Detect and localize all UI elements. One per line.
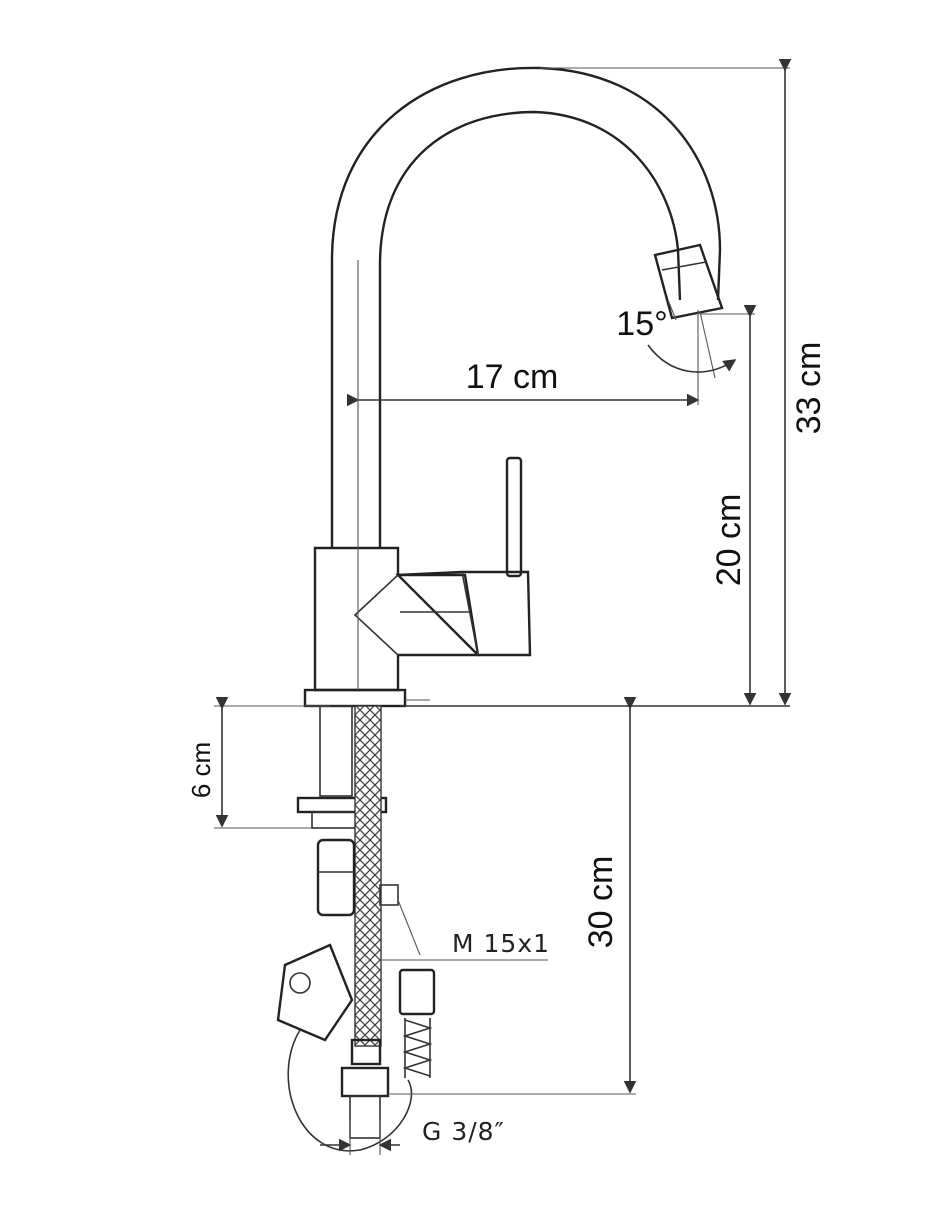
total-height-label: 33 cm <box>790 342 828 435</box>
spout-reach-label: 17 cm <box>466 358 559 396</box>
check-valve <box>316 838 356 917</box>
lever-cartridge <box>395 570 532 657</box>
faucet-body <box>313 546 480 692</box>
inlet-fitting <box>350 1038 382 1066</box>
spring-connector <box>398 968 436 1016</box>
inlet-nut <box>340 1066 390 1098</box>
counterweight <box>276 943 354 1042</box>
dimension-lines <box>214 58 792 1155</box>
hose-thread-label: M 15x1 <box>452 929 550 958</box>
spout-height-label: 20 cm <box>710 494 748 587</box>
hose-length-label: 30 cm <box>582 856 620 949</box>
braided-hose <box>354 705 382 1047</box>
spray-angle-label: 15° <box>616 305 667 343</box>
base-plate <box>303 688 407 708</box>
shank <box>319 705 353 797</box>
lever-handle <box>505 456 523 578</box>
shank-length-label: 6 cm <box>186 742 216 798</box>
spout-inner <box>378 110 682 548</box>
spout-outer <box>330 66 722 548</box>
spray-head <box>653 243 724 320</box>
inlet-thread-label: G 3/8″ <box>422 1117 505 1146</box>
